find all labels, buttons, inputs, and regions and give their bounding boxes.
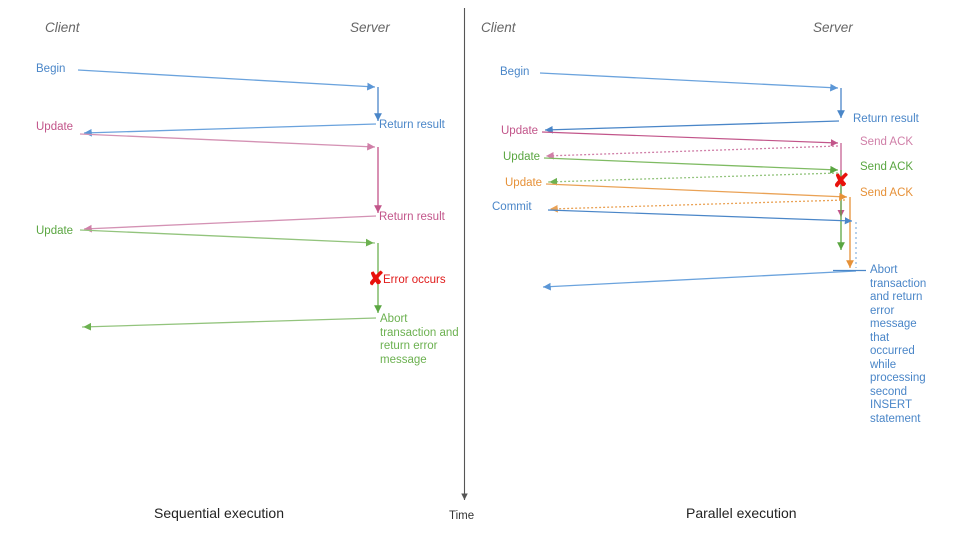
arrow-return-result: [544, 120, 840, 134]
arrow-update-3: [545, 183, 848, 201]
arrow-update-2: [543, 157, 839, 174]
panel-sequential-arrows: [77, 69, 382, 331]
msg-label-send-ack-2: Send ACK: [860, 161, 914, 173]
msg-label-begin-sequential: Begin: [36, 63, 66, 75]
msg-label-return-result-1: Return result: [379, 119, 445, 131]
msg-label-update-2-sequential: Update: [36, 225, 74, 237]
msg-label-commit: Commit: [492, 201, 532, 213]
arrow-abort-parallel: [542, 270, 857, 291]
panel-sequential-header-client: Client: [45, 20, 80, 35]
arrow-return-result-1: [83, 123, 377, 137]
msg-label-begin-parallel: Begin: [500, 66, 530, 78]
arrow-update-2: [79, 229, 376, 247]
caption-parallel: Parallel execution: [686, 505, 797, 521]
panel-parallel-header-client: Client: [481, 20, 516, 35]
arrow-commit: [547, 209, 853, 225]
arrow-send-ack-1: [545, 145, 839, 160]
msg-label-update-2-parallel: Update: [503, 151, 541, 163]
arrow-abort-sequential: [81, 317, 377, 331]
error-x-icon: ✘: [368, 269, 384, 290]
caption-sequential: Sequential execution: [154, 505, 284, 521]
msg-label-return-result-2: Return result: [379, 211, 445, 223]
arrow-send-ack-3: [549, 199, 846, 213]
arrow-return-result-2: [83, 215, 377, 233]
msg-label-send-ack-3: Send ACK: [860, 187, 914, 199]
msg-label-error-occurs: Error occurs: [383, 274, 446, 286]
time-axis-label: Time: [449, 510, 475, 522]
arrow-update-1: [79, 133, 376, 151]
panel-parallel-arrows: [539, 72, 866, 291]
arrow-send-ack-2: [547, 172, 839, 186]
msg-label-return-result-parallel: Return result: [853, 113, 919, 125]
error-x-icon-parallel: ✘: [833, 171, 849, 192]
panel-parallel-header-server: Server: [813, 20, 853, 35]
panel-sequential-header-server: Server: [350, 20, 390, 35]
msg-label-update-3-parallel: Update: [505, 177, 543, 189]
msg-label-update-1-sequential: Update: [36, 121, 74, 133]
msg-label-abort-sequential: Abort transaction and return error messa…: [380, 313, 459, 366]
arrow-update-1: [541, 131, 839, 147]
msg-label-send-ack-1: Send ACK: [860, 136, 914, 148]
msg-label-abort-parallel: Abort transaction and return error messa…: [870, 264, 927, 425]
msg-label-update-1-parallel: Update: [501, 125, 539, 137]
arrow-begin: [539, 72, 839, 92]
arrow-begin: [77, 69, 376, 91]
